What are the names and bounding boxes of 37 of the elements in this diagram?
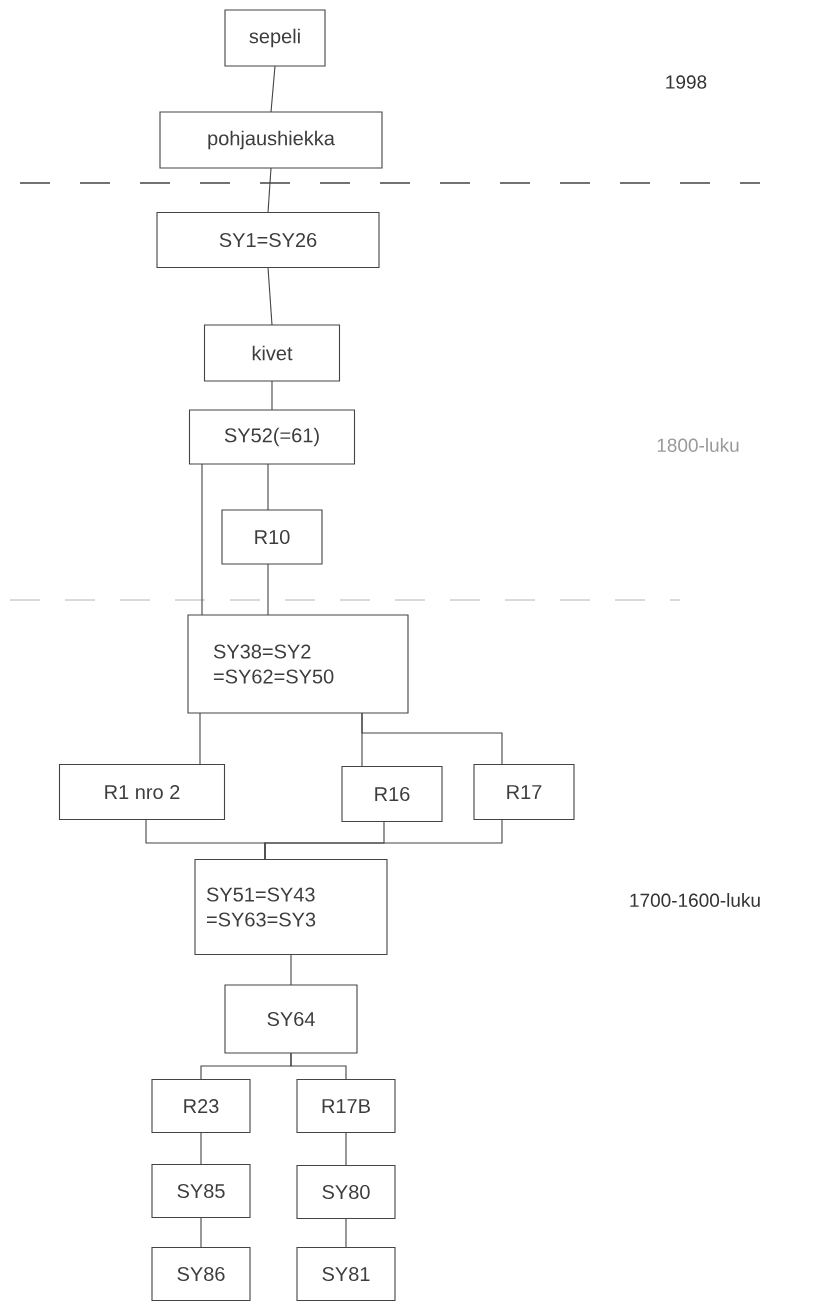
connector-line bbox=[200, 1216, 202, 1249]
unit-box: sepeli bbox=[224, 9, 326, 67]
connector-line bbox=[267, 167, 272, 214]
connector-line bbox=[199, 712, 201, 766]
unit-box: R1 nro 2 bbox=[58, 763, 226, 821]
connector-line bbox=[200, 1131, 202, 1166]
connector-line bbox=[270, 65, 276, 113]
unit-box: SY51=SY43 =SY63=SY3 bbox=[194, 858, 388, 956]
unit-box: pohjaushiekka bbox=[159, 111, 383, 169]
connector-line bbox=[264, 818, 503, 861]
unit-box: R23 bbox=[151, 1078, 251, 1134]
connector-line bbox=[361, 712, 503, 766]
unit-box: R17 bbox=[473, 763, 575, 821]
period-label: 1998 bbox=[666, 75, 707, 89]
connector-line bbox=[290, 1052, 347, 1081]
unit-box: SY85 bbox=[151, 1163, 251, 1219]
unit-box: SY1=SY26 bbox=[156, 211, 380, 269]
unit-box: R16 bbox=[341, 765, 443, 823]
period-label: 1800-luku bbox=[657, 438, 739, 452]
connector-line bbox=[345, 1217, 347, 1249]
unit-box: SY86 bbox=[151, 1246, 251, 1302]
unit-box: R17B bbox=[296, 1078, 396, 1134]
unit-box: R10 bbox=[221, 509, 323, 565]
unit-box: SY38=SY2 =SY62=SY50 bbox=[187, 614, 409, 714]
connector-line bbox=[271, 380, 273, 411]
period-label: 1700-1600-luku bbox=[630, 893, 760, 907]
connector-line bbox=[201, 463, 203, 616]
unit-box: kivet bbox=[203, 324, 341, 382]
unit-box: SY81 bbox=[296, 1246, 396, 1302]
unit-box: SY80 bbox=[296, 1164, 396, 1220]
connector-line bbox=[267, 563, 269, 616]
connector-line bbox=[267, 266, 273, 326]
connector-line bbox=[290, 953, 292, 986]
unit-box: SY64 bbox=[224, 984, 358, 1054]
connector-line bbox=[267, 463, 269, 511]
connector-line bbox=[345, 1131, 347, 1167]
unit-box: SY52(=61) bbox=[188, 409, 356, 465]
